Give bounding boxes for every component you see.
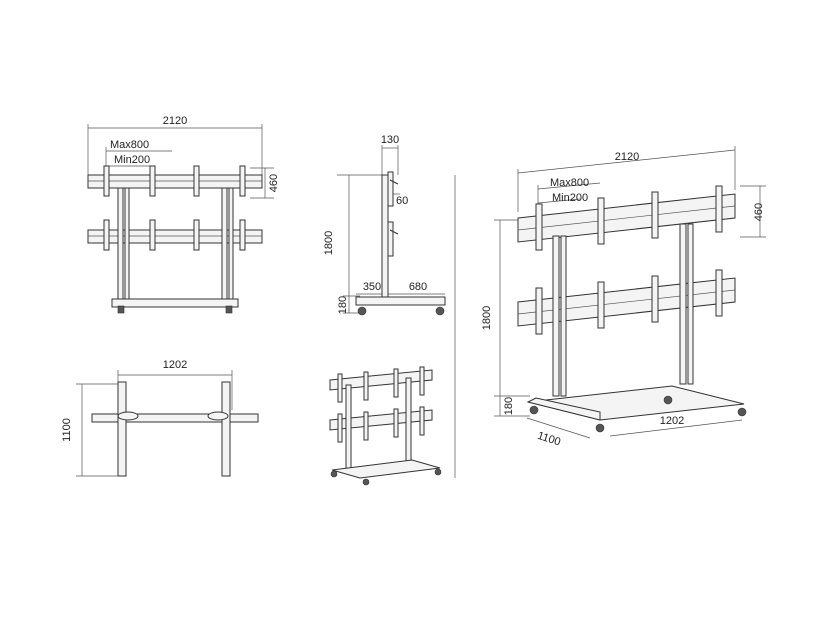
iso-base-width-label: 1202 bbox=[660, 415, 684, 427]
iso-base-label: 180 bbox=[503, 397, 515, 415]
iso-min-label: Min200 bbox=[552, 192, 588, 204]
side-base-label: 180 bbox=[337, 296, 349, 314]
front-max-label: Max800 bbox=[110, 139, 149, 151]
iso-depth-label: 1100 bbox=[536, 430, 562, 449]
iso-max-label: Max800 bbox=[550, 177, 589, 189]
large-iso-view: 2120 Max800 Min200 460 1800 180 1100 120… bbox=[481, 146, 766, 449]
side-depth-a-label: 350 bbox=[363, 281, 381, 293]
front-height-label: 460 bbox=[268, 174, 280, 192]
iso-panel-height-label: 460 bbox=[753, 203, 765, 221]
top-width-label: 1202 bbox=[163, 359, 187, 371]
side-mid-label: 60 bbox=[396, 195, 408, 207]
front-view: 2120 Max800 Min200 460 bbox=[87, 115, 280, 314]
front-min-label: Min200 bbox=[114, 154, 150, 166]
side-depth-b-label: 680 bbox=[409, 281, 427, 293]
iso-width-label: 2120 bbox=[615, 151, 639, 163]
side-top-label: 130 bbox=[381, 134, 399, 146]
side-view: 130 60 1800 180 350 680 bbox=[323, 134, 446, 316]
top-depth-label: 1100 bbox=[61, 418, 73, 442]
front-width-label: 2120 bbox=[163, 115, 187, 127]
side-height-label: 1800 bbox=[323, 231, 335, 255]
top-view: 1202 1100 bbox=[61, 359, 259, 477]
iso-height-label: 1800 bbox=[481, 306, 493, 330]
small-iso-view bbox=[329, 366, 442, 486]
